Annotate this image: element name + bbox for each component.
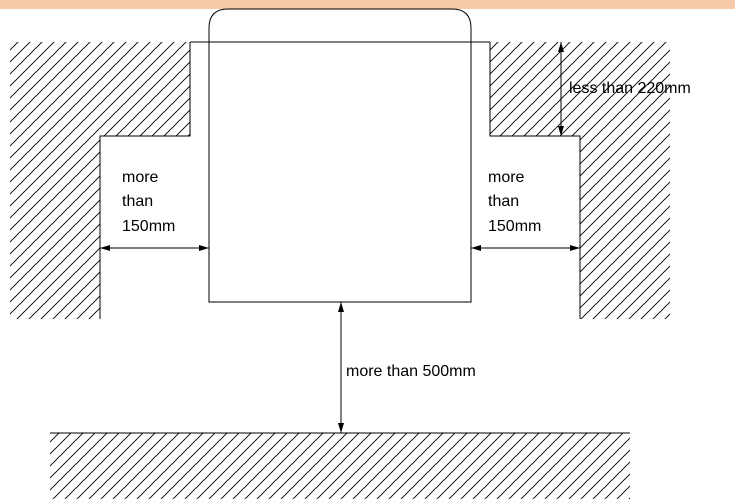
left-gap-arrow-right [199, 245, 209, 251]
right-gap-label-line2: than [488, 193, 519, 210]
left-gap-label-line1: more [122, 169, 159, 186]
right-recess-outline [489, 42, 581, 319]
left-gap-label-line3: 150mm [122, 218, 175, 235]
floor [50, 433, 630, 499]
bottom-gap-arrow-down [338, 423, 344, 433]
top-gap-label: less than 220mm [569, 80, 691, 97]
left-gap-label-line2: than [122, 193, 153, 210]
top-band [0, 0, 735, 9]
bottom-gap-label: more than 500mm [346, 363, 476, 380]
right-gap-label-line1: more [488, 169, 525, 186]
right-gap-arrow-left [471, 245, 481, 251]
left-gap-arrow-left [100, 245, 110, 251]
right-gap-arrow-right [570, 245, 580, 251]
bottom-gap-arrow-up [338, 302, 344, 312]
top-gap-arrow-up [558, 42, 564, 52]
top-gap-arrow-down [558, 126, 564, 136]
unit-body [208, 8, 472, 303]
left-recess-outline [99, 42, 191, 319]
right-gap-label-line3: 150mm [488, 218, 541, 235]
